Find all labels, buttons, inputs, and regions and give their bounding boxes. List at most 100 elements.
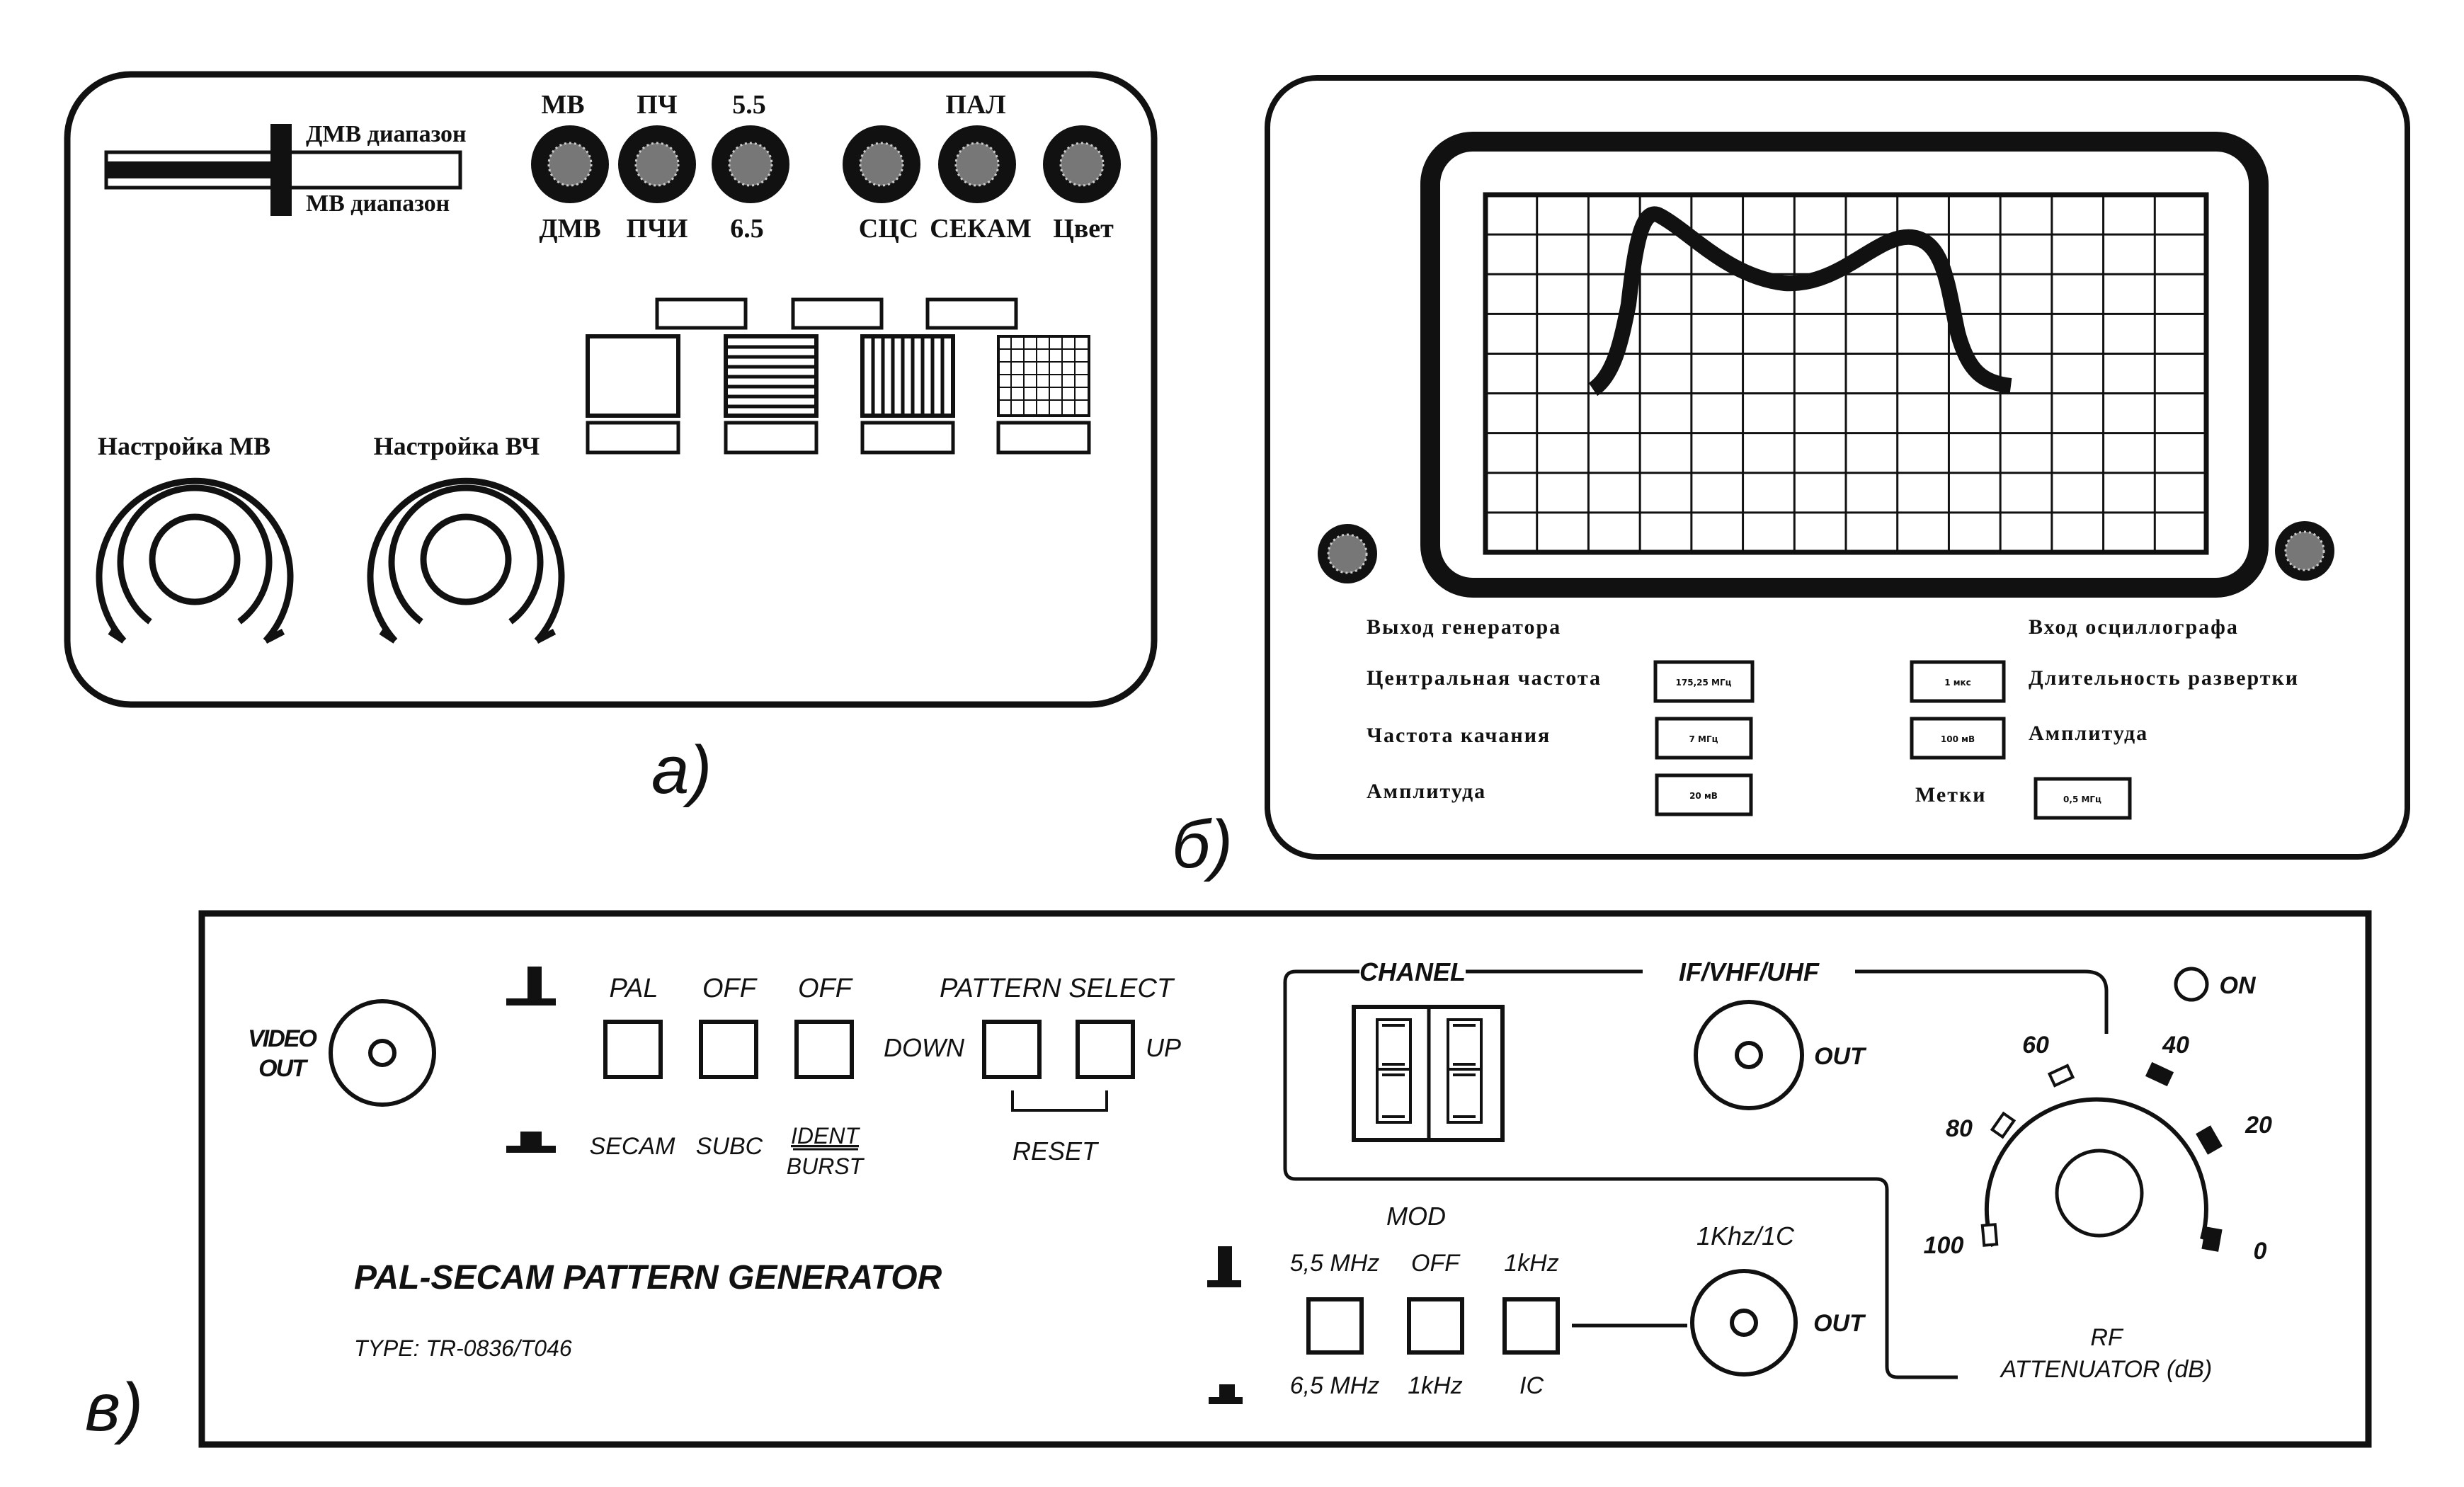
atten-tick-60: 60 <box>2022 1032 2049 1059</box>
mod-1khz-button[interactable] <box>1502 1297 1560 1355</box>
oscilloscope-input-label: Вход осциллографа <box>2029 615 2239 639</box>
pattern-grid[interactable] <box>997 335 1090 417</box>
button-mv-dmv[interactable] <box>531 125 609 203</box>
rf-label: RF <box>2090 1324 2124 1351</box>
panel-c-label: в) <box>85 1369 143 1445</box>
mod-bottom-1khz: 1kHz <box>1408 1372 1462 1399</box>
mod-bottom-ic: IC <box>1519 1372 1544 1399</box>
out-label-1: OUT <box>1814 1043 1867 1070</box>
device-type: TYPE: TR-0836/T046 <box>354 1335 572 1361</box>
1khz-1c-label: 1Khz/1C <box>1696 1221 1795 1250</box>
mod-switch-top[interactable] <box>1207 1246 1241 1287</box>
on-label: ON <box>2220 972 2257 999</box>
band-switch[interactable] <box>104 124 462 216</box>
label-secam: SECAM <box>590 1133 676 1160</box>
switch-top-label: ДМВ диапазон <box>306 121 467 147</box>
channel-section-frame <box>1283 969 1958 1379</box>
mod-sound-button[interactable] <box>1306 1297 1364 1355</box>
power-led <box>2174 967 2209 1002</box>
btn-label-pchi: ПЧИ <box>626 214 688 244</box>
channel-display <box>1352 1005 1505 1142</box>
pal-secam-button[interactable] <box>603 1020 663 1079</box>
pattern-vertical-bars[interactable] <box>860 334 955 418</box>
marks-display[interactable] <box>2034 777 2132 820</box>
video-out-label-1: VIDEO <box>248 1025 316 1052</box>
mod-top-55: 5,5 MHz <box>1290 1250 1380 1277</box>
center-frequency-label: Центральная частота <box>1367 666 1602 690</box>
label-subc: SUBC <box>696 1133 763 1160</box>
sweep-duration-display[interactable] <box>1910 660 2006 703</box>
mod-off-button[interactable] <box>1407 1297 1464 1355</box>
oscilloscope-input-connector[interactable] <box>2275 521 2334 581</box>
video-out-connector[interactable] <box>329 999 436 1107</box>
pattern-indicator-top <box>655 297 1018 330</box>
btn-label-mv: МВ <box>541 90 584 120</box>
generator-output-label: Выход генератора <box>1367 615 1561 639</box>
round-buttons-a[interactable] <box>531 125 1121 203</box>
out-label-2: OUT <box>1813 1310 1866 1337</box>
amplitude-right-value: 100 мВ <box>1941 734 1975 744</box>
button-pal-secam[interactable] <box>938 125 1016 203</box>
atten-tick-0: 0 <box>2254 1238 2267 1265</box>
btn-label-scs: СЦС <box>859 214 918 244</box>
system-switch-top[interactable] <box>506 967 556 1005</box>
button-scs[interactable] <box>843 125 920 203</box>
panel-c: VIDEO OUT PAL OFF OFF SECAM SUBC IDENT B… <box>85 910 2372 1448</box>
btn-label-secam: СЕКАМ <box>930 214 1032 244</box>
btn-label-65: 6.5 <box>730 214 764 244</box>
reset-bracket <box>1011 1090 1108 1112</box>
knob-hf-tuning[interactable] <box>367 477 565 644</box>
sweep-frequency-display[interactable] <box>1655 717 1753 760</box>
atten-tick-20: 20 <box>2245 1112 2272 1139</box>
screen-grid <box>1485 195 2206 552</box>
mod-switch-bottom[interactable] <box>1209 1384 1243 1404</box>
mod-bottom-65: 6,5 MHz <box>1290 1372 1380 1399</box>
mode-buttons[interactable] <box>603 1020 854 1079</box>
button-pch-pchi[interactable] <box>618 125 696 203</box>
amplitude-right-display[interactable] <box>1910 717 2006 760</box>
atten-tick-40: 40 <box>2162 1032 2189 1059</box>
btn-label-pch: ПЧ <box>637 90 678 120</box>
video-out-label-2: OUT <box>258 1055 309 1082</box>
sweep-duration-label: Длительность развертки <box>2029 666 2299 690</box>
amplitude-right-label: Амплитуда <box>2029 722 2148 745</box>
amplitude-left-label: Амплитуда <box>1367 780 1486 803</box>
pattern-up-button[interactable] <box>1076 1020 1135 1079</box>
channel-section-frame-top <box>1466 969 2109 1034</box>
btn-label-55: 5.5 <box>732 90 766 120</box>
knob-mv-tuning[interactable] <box>96 477 294 644</box>
knob-right-label: Настройка ВЧ <box>374 432 540 460</box>
pattern-blank[interactable] <box>586 334 680 418</box>
amplitude-left-display[interactable] <box>1655 773 1753 816</box>
label-pal: PAL <box>609 974 658 1003</box>
off-subc-button[interactable] <box>699 1020 758 1079</box>
button-55-65[interactable] <box>712 125 789 203</box>
if-vhf-uhf-output-connector[interactable] <box>1694 1000 1804 1110</box>
screen-bezel <box>1420 132 2269 598</box>
up-label: UP <box>1146 1033 1181 1062</box>
label-burst: BURST <box>787 1153 865 1179</box>
generator-output-connector[interactable] <box>1318 524 1377 583</box>
1khz-output-connector[interactable] <box>1690 1269 1798 1377</box>
label-off-1: OFF <box>702 974 758 1003</box>
pattern-down-button[interactable] <box>982 1020 1042 1079</box>
button-color[interactable] <box>1043 125 1121 203</box>
rf-attenuator-knob[interactable] <box>1980 1061 2223 1252</box>
center-frequency-display[interactable] <box>1653 660 1755 703</box>
device-title: PAL-SECAM PATTERN GENERATOR <box>354 1259 942 1297</box>
atten-tick-100: 100 <box>1924 1232 1964 1259</box>
off-ident-button[interactable] <box>794 1020 854 1079</box>
marks-value: 0,5 МГц <box>2063 794 2101 804</box>
label-ident: IDENT <box>791 1123 860 1149</box>
panel-a: ДМВ диапазон МВ диапазон МВ ПЧ 5.5 ПАЛ <box>64 71 1158 808</box>
btn-label-pal: ПАЛ <box>945 90 1005 120</box>
sweep-frequency-value: 7 МГц <box>1689 734 1718 744</box>
pattern-horizontal-bars[interactable] <box>724 334 819 418</box>
switch-bottom-label: МВ диапазон <box>306 190 450 217</box>
marks-label: Метки <box>1915 783 1987 807</box>
sweep-duration-value: 1 мкс <box>1944 678 1971 688</box>
label-off-2: OFF <box>798 974 853 1003</box>
attenuator-label: ATTENUATOR (dB) <box>2000 1356 2212 1383</box>
system-switch-bottom[interactable] <box>506 1132 556 1153</box>
